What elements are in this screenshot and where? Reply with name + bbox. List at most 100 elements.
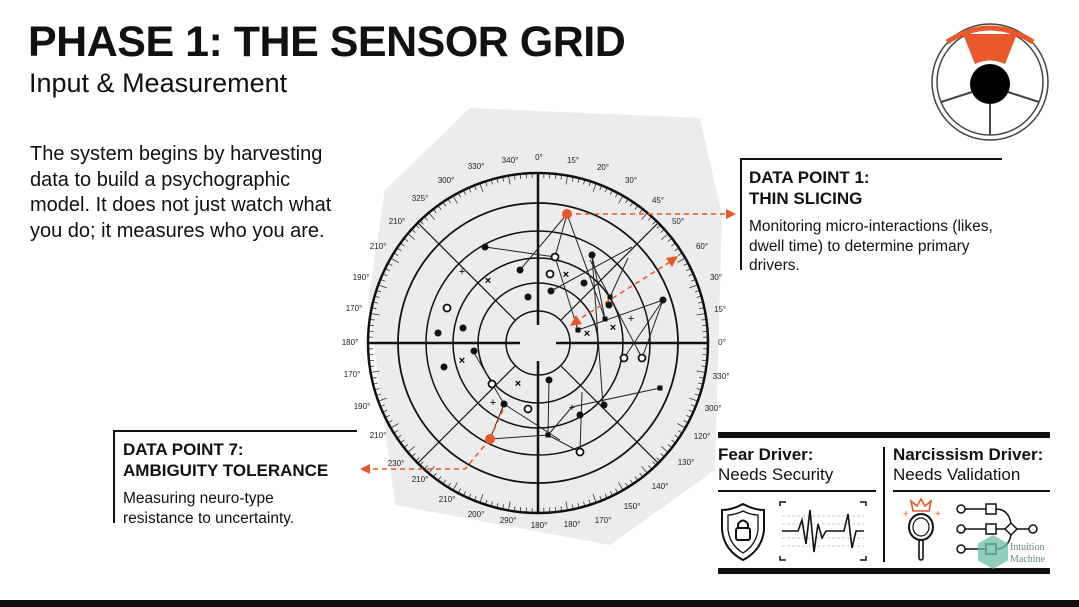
tick [428, 466, 435, 474]
filled-point [500, 400, 508, 408]
arrow-icon [360, 464, 370, 474]
panel-bottom-bar [718, 568, 1050, 574]
angle-labels: 340°0°15°20°30°45°50°60°30°15°0°330°300°… [342, 153, 730, 530]
driver-rule [718, 490, 876, 492]
angle-label: 150° [624, 502, 641, 511]
x-point: × [485, 275, 491, 287]
square-point [545, 432, 551, 438]
angle-label: 300° [705, 404, 722, 413]
tick [618, 195, 624, 204]
x-point: × [610, 322, 616, 334]
grid-background-hexagon [368, 108, 722, 545]
tick [452, 195, 458, 204]
angle-label: 15° [567, 156, 579, 165]
tick [390, 257, 399, 263]
connection-line [589, 259, 664, 360]
hollow-point [619, 353, 629, 363]
angle-label: 190° [353, 273, 370, 282]
hollow-point [545, 269, 555, 279]
diagonal-lines [417, 222, 659, 464]
arrow-icon [726, 209, 736, 219]
connection-line [547, 387, 661, 436]
page-title: PHASE 1: THE SENSOR GRID [28, 18, 626, 66]
connection-line [547, 379, 550, 436]
arrow-icon [570, 315, 582, 326]
filled-point [440, 363, 448, 371]
tick [641, 212, 648, 220]
angle-label: 20° [597, 163, 609, 172]
angle-label: 0° [535, 153, 543, 162]
connection-line [519, 213, 579, 331]
panel-divider [883, 447, 885, 562]
tick [407, 233, 415, 240]
crowned-mirror-icon: ++ [903, 497, 941, 561]
x-point: × [584, 328, 590, 340]
square-point [602, 316, 608, 322]
angle-label: 50° [672, 217, 684, 226]
filled-point [434, 329, 442, 337]
arrow-icon [666, 256, 678, 267]
connection-line [472, 350, 583, 453]
filled-point [524, 293, 532, 301]
dp1-title-2: THIN SLICING [749, 189, 863, 208]
filled-point [470, 347, 478, 355]
angle-label: 30° [710, 273, 722, 282]
connection-line [566, 213, 606, 406]
filled-point [605, 301, 613, 309]
fear-driver: Fear Driver: Needs Security [718, 445, 833, 485]
angle-label: 210° [389, 217, 406, 226]
hollow-point [487, 379, 497, 389]
angle-label: 45° [652, 196, 664, 205]
filled-point [459, 324, 467, 332]
phase-wheel-logo [931, 23, 1049, 141]
filled-point [481, 243, 489, 251]
angle-label: 330° [468, 162, 485, 171]
dp1-body: Monitoring micro-interactions (likes, dw… [749, 218, 993, 274]
dp7-title-2: AMBIGUITY TOLERANCE [123, 461, 329, 480]
angle-label: 290° [500, 516, 517, 525]
tick [677, 423, 686, 429]
dp7-title-1: DATA POINT 7: [123, 440, 244, 459]
plus-point: + [628, 313, 634, 325]
narcissism-driver-icons: ++ [903, 497, 1038, 561]
tick [479, 494, 484, 503]
angle-label: 340° [502, 156, 519, 165]
tick [689, 284, 698, 289]
angle-label: 325° [412, 194, 429, 203]
filled-point [600, 401, 608, 409]
tick [661, 233, 669, 240]
orange-callout-lines [370, 213, 728, 470]
tick [428, 212, 435, 220]
filled-point [547, 287, 555, 295]
x-point: × [563, 269, 569, 281]
hollow-point [637, 353, 647, 363]
narcissism-driver: Narcissism Driver: Needs Validation [893, 445, 1043, 485]
tick [641, 466, 648, 474]
angle-label: 200° [468, 510, 485, 519]
tick [508, 501, 511, 511]
dp7-side-rule [113, 430, 115, 523]
data-point-7-marker [485, 434, 495, 444]
watermark-line1: Intuition [1010, 542, 1045, 553]
tick [565, 175, 568, 185]
angle-label: 180° [531, 521, 548, 530]
watermark-logo-icon [978, 535, 1008, 569]
tick [592, 494, 597, 503]
watermark-line2: Machine [1010, 554, 1045, 565]
angle-label: 30° [625, 176, 637, 185]
driver-name: Narcissism Driver: [893, 445, 1044, 464]
dp7-top-rule [113, 430, 357, 432]
tick [696, 313, 706, 316]
angle-label: 190° [354, 402, 371, 411]
dp7-body: Measuring neuro-type resistance to uncer… [123, 490, 295, 527]
intro-text: The system begins by harvesting data to … [30, 143, 332, 242]
tick [508, 175, 511, 185]
angle-label: 130° [678, 458, 695, 467]
hollow-point [442, 303, 452, 313]
angle-label: 180° [342, 338, 359, 347]
data-points: ××××××++++ [434, 243, 667, 457]
tick [677, 257, 686, 263]
plus-point: + [459, 266, 465, 278]
angle-label: 170° [344, 370, 361, 379]
